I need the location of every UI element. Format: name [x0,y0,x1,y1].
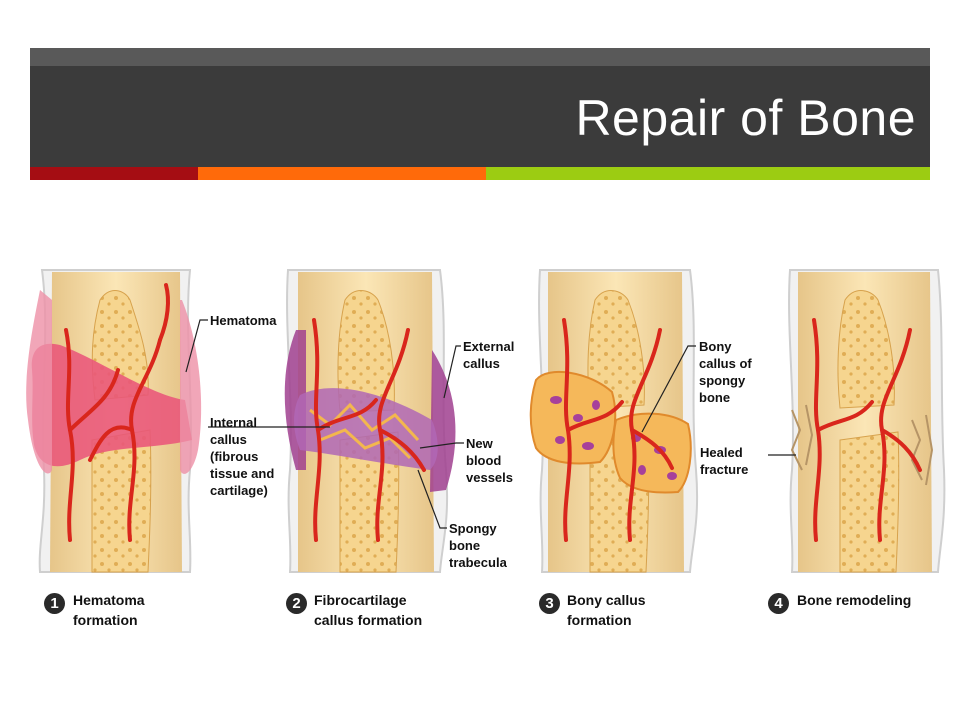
label-internal-callus: Internal callus (fibrous tissue and cart… [210,415,275,498]
blood-vessels-1 [64,283,170,542]
title-bar: Repair of Bone [30,66,930,167]
label-new-blood-vessels: New blood vessels [466,436,513,485]
step-caption-3: Bony callus formation [567,592,646,628]
title-top-strip [30,48,930,66]
spongy-fragment-upper-3 [587,290,645,409]
trabecula-network-2 [309,402,420,460]
label-hematoma: Hematoma [210,313,277,328]
hematoma-outer-2 [180,300,202,474]
hematoma-outer-1 [26,290,52,474]
step-number-3: 3 [539,593,560,614]
remodeled-trabeculae [790,404,934,486]
slide-title: Repair of Bone [575,90,916,146]
accent-bar-green [486,167,930,180]
blood-vessels-3 [562,318,674,542]
panel-3-bony-callus [529,269,699,573]
spongy-fragment-lower-4 [839,431,900,573]
accent-bar-orange [198,167,486,180]
label-healed-fracture: Healed fracture [700,445,749,477]
step-caption-2: Fibrocartilage callus formation [314,592,423,628]
leader-new-vessels [419,442,464,449]
bony-callus-mass-right [612,412,692,494]
blood-vessels-4 [812,318,922,542]
step-number-2: 2 [286,593,307,614]
label-external-callus: External callus [463,339,515,371]
step-caption-1: Hematoma formation [73,592,145,628]
label-bony-callus-spongy: Bony callus of spongy bone [699,339,752,405]
blood-vessels-2 [312,318,426,542]
step-caption-4: Bone remodeling [797,592,912,608]
leader-hematoma [185,319,208,373]
leader-external-callus [443,345,461,399]
leader-lines [185,319,796,529]
accent-bar-red [30,167,198,180]
spongy-fragment-upper-4 [837,290,895,409]
step-number-1: 1 [44,593,65,614]
external-callus-right [430,350,456,492]
panel-1-hematoma [26,269,202,573]
panel-4-remodeling [788,269,946,573]
bony-callus-mass-left [529,370,617,465]
panel-2-fibrocartilage [284,269,456,573]
step-number-4: 4 [768,593,789,614]
leader-spongy-trabecula [417,469,447,529]
leader-bony-callus [641,345,696,433]
label-spongy-bone-trabecula: Spongy bone trabecula [449,521,507,570]
